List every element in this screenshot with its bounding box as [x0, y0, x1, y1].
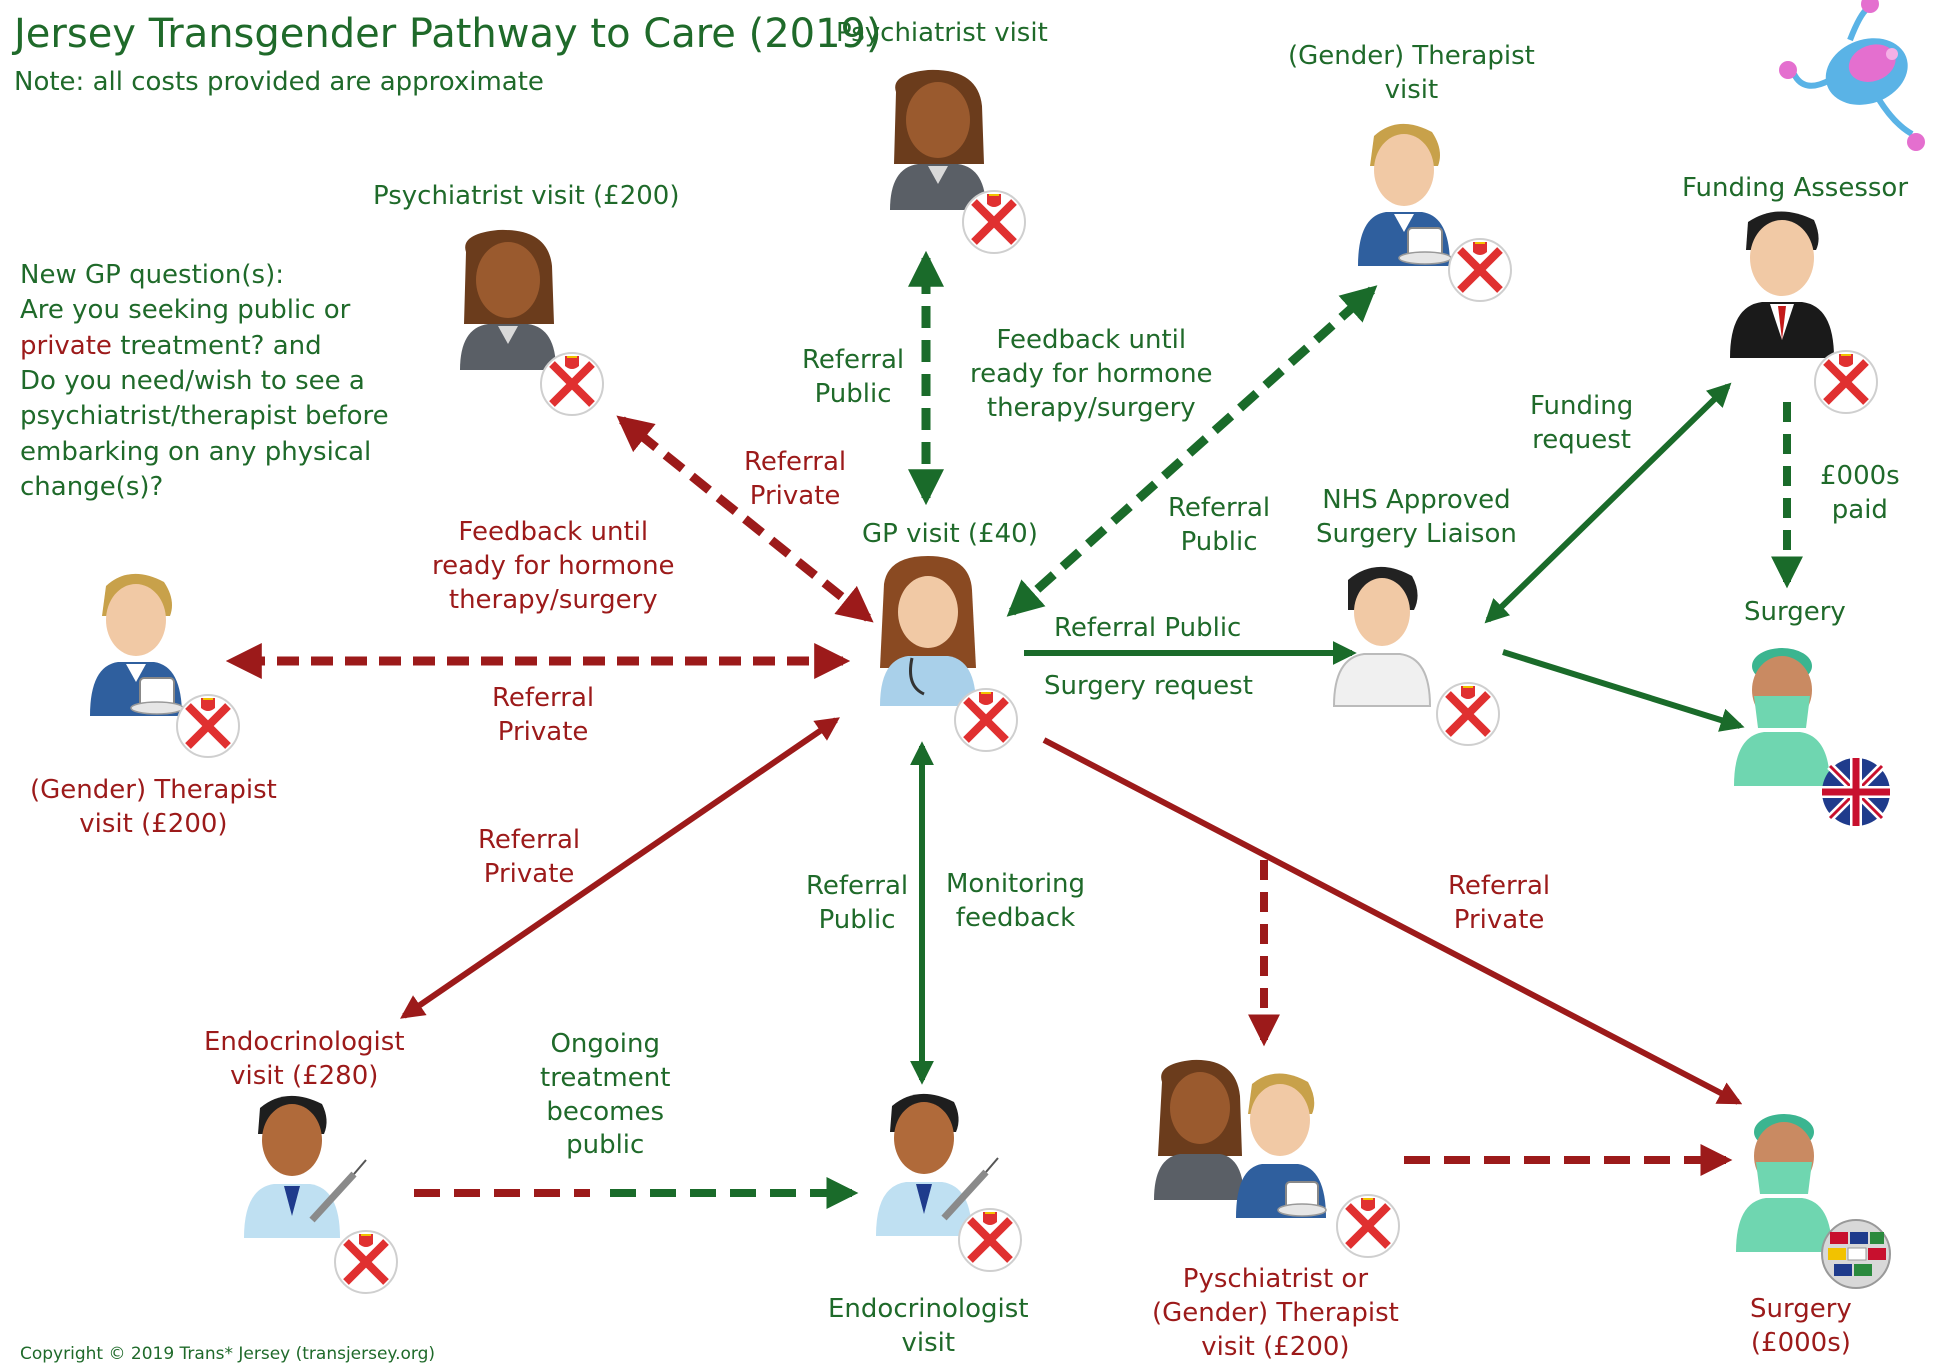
surgeon-abroad-icon — [1736, 1114, 1832, 1252]
question-line2: treatment? and — [111, 330, 322, 361]
endocrinologist-public-icon — [876, 1093, 999, 1236]
edge-gp-surgery-abroad — [1042, 737, 1743, 1105]
edge-label-surgery-request: Surgery request — [1044, 671, 1253, 701]
jersey-flag-icon — [1437, 683, 1499, 745]
nhs-liaison-icon — [1332, 566, 1432, 707]
edge-liaison-surgery-uk — [1502, 649, 1745, 732]
question-private-word: private — [20, 330, 112, 361]
label-funding-assessor: Funding Assessor — [1682, 173, 1909, 203]
copyright-text: Copyright © 2019 Trans* Jersey (transjer… — [20, 1344, 435, 1364]
gp-doctor-icon — [880, 556, 976, 706]
label-psychiatrist-public: Psychiatrist visit — [836, 18, 1048, 48]
gp-question-text: New GP question(s): Are you seeking publ… — [20, 258, 400, 506]
label-gp-visit: GP visit (£40) — [862, 519, 1038, 549]
label-surgery-abroad: Surgery(£000s) — [1750, 1294, 1852, 1358]
page-title: Jersey Transgender Pathway to Care (2019… — [14, 11, 882, 57]
note-text: Note: all costs provided are approximate — [14, 67, 544, 97]
edge-gp-endo-private — [400, 717, 840, 1019]
label-surgery-uk: Surgery — [1744, 597, 1846, 627]
jersey-flag-icon — [335, 1231, 397, 1293]
label-psychiatrist-private: Psychiatrist visit (£200) — [373, 181, 680, 211]
psychiatrist-public-icon — [890, 69, 986, 210]
edge-gp-psychiatrist-private — [616, 415, 874, 623]
surgeon-uk-icon — [1734, 648, 1830, 786]
question-line1: Are you seeking public or — [20, 295, 351, 326]
psychiatrist-private-icon — [460, 229, 556, 370]
jersey-flag-icon — [959, 1209, 1021, 1271]
question-heading: New GP question(s): — [20, 260, 284, 290]
edge-gp-therapist-public — [1006, 285, 1378, 617]
therapist-public-icon — [1358, 123, 1452, 266]
jersey-flag-icon — [177, 695, 239, 757]
therapist-private-icon — [90, 573, 184, 716]
psych-therapist-private-icon — [1154, 1059, 1327, 1218]
trans-jersey-logo — [1779, 0, 1925, 151]
funding-assessor-icon — [1730, 211, 1834, 358]
endocrinologist-private-icon — [244, 1095, 367, 1238]
question-line3: Do you need/wish to see a psychiatrist/t… — [20, 366, 389, 503]
jersey-flag-icon — [1449, 239, 1511, 301]
edge-label-referral-public-inline: Referral Public — [1054, 613, 1242, 643]
union-flag-icon — [1822, 758, 1890, 826]
world-flags-icon — [1821, 1219, 1891, 1289]
edge-liaison-funding — [1484, 382, 1732, 624]
jersey-flag-icon — [955, 689, 1017, 751]
jersey-flag-icon — [963, 191, 1025, 253]
jersey-flag-icon — [541, 353, 603, 415]
jersey-flag-icon — [1815, 351, 1877, 413]
jersey-flag-icon — [1337, 1195, 1399, 1257]
